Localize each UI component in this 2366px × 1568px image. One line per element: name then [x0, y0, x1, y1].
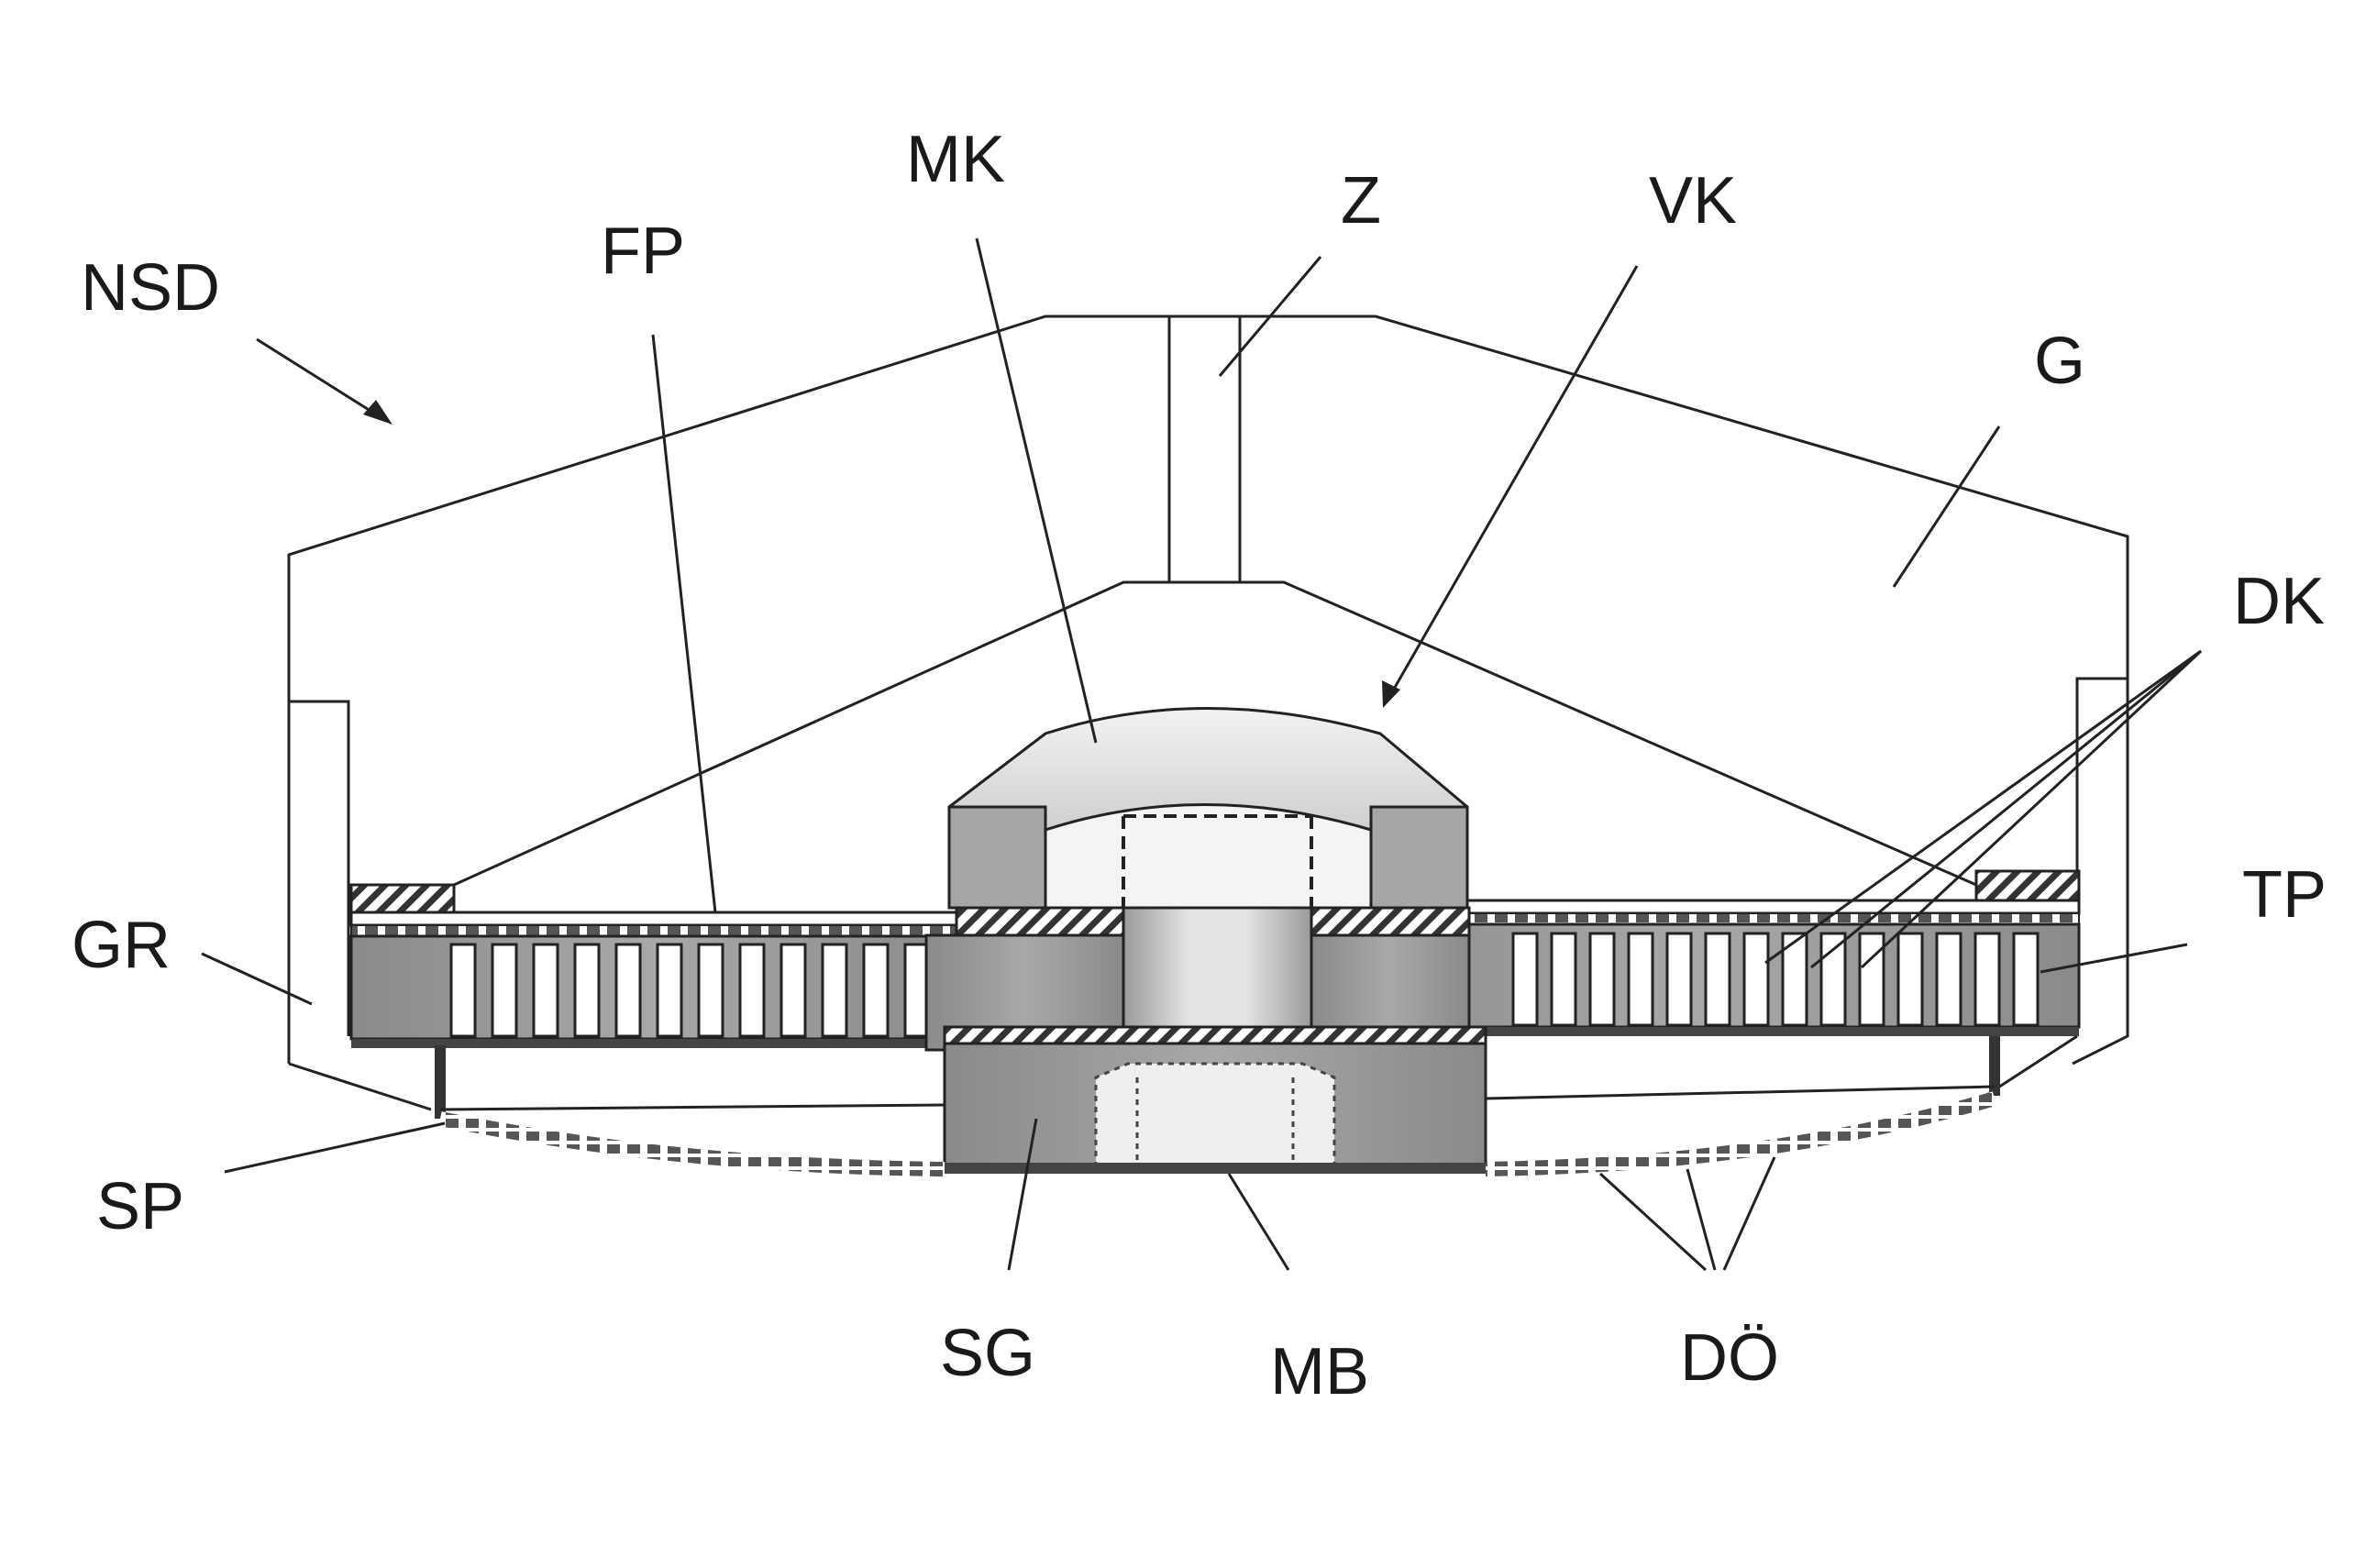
bottom-pot [945, 1027, 1486, 1174]
nozzle-channel [823, 944, 846, 1036]
label-fp: FP [601, 215, 685, 288]
nozzle-channel [1860, 933, 1884, 1025]
label-do: DÖ [1680, 1321, 1779, 1395]
nozzle-channel [1552, 933, 1575, 1025]
nozzle-channel [740, 944, 764, 1036]
nozzle-channel [1667, 933, 1691, 1025]
nozzle-channel [781, 944, 805, 1036]
label-dk: DK [2233, 565, 2325, 638]
label-nsd: NSD [81, 251, 220, 325]
nozzle-channel [1975, 933, 1999, 1025]
nozzle-channel [1821, 933, 1845, 1025]
label-mb: MB [1270, 1335, 1369, 1408]
label-mk: MK [906, 123, 1005, 196]
nozzle-channel [451, 944, 475, 1036]
nozzle-channel [575, 944, 599, 1036]
plate-left [351, 885, 956, 1048]
nozzle-channel [1629, 933, 1653, 1025]
label-g: G [2034, 325, 2085, 398]
nozzle-channel [1590, 933, 1614, 1025]
nozzle-channel [1744, 933, 1768, 1025]
nozzle-channel [1706, 933, 1730, 1025]
nozzle-channel [1937, 933, 1961, 1025]
label-gr: GR [72, 909, 171, 982]
nozzle-channel [864, 944, 888, 1036]
nozzle-channel [616, 944, 640, 1036]
nozzle-channel [2014, 933, 2038, 1025]
nozzle-channel [534, 944, 558, 1036]
nozzle-channel [658, 944, 681, 1036]
nozzle-channel [492, 944, 516, 1036]
nozzle-channel [1513, 933, 1537, 1025]
label-sp: SP [96, 1170, 184, 1243]
label-vk: VK [1649, 164, 1737, 237]
nozzle-channel [1898, 933, 1922, 1025]
label-sg: SG [940, 1317, 1035, 1390]
label-tp: TP [2242, 858, 2327, 932]
center-body [926, 709, 1469, 1051]
label-z: Z [1341, 164, 1381, 237]
nozzle-channel [699, 944, 723, 1036]
